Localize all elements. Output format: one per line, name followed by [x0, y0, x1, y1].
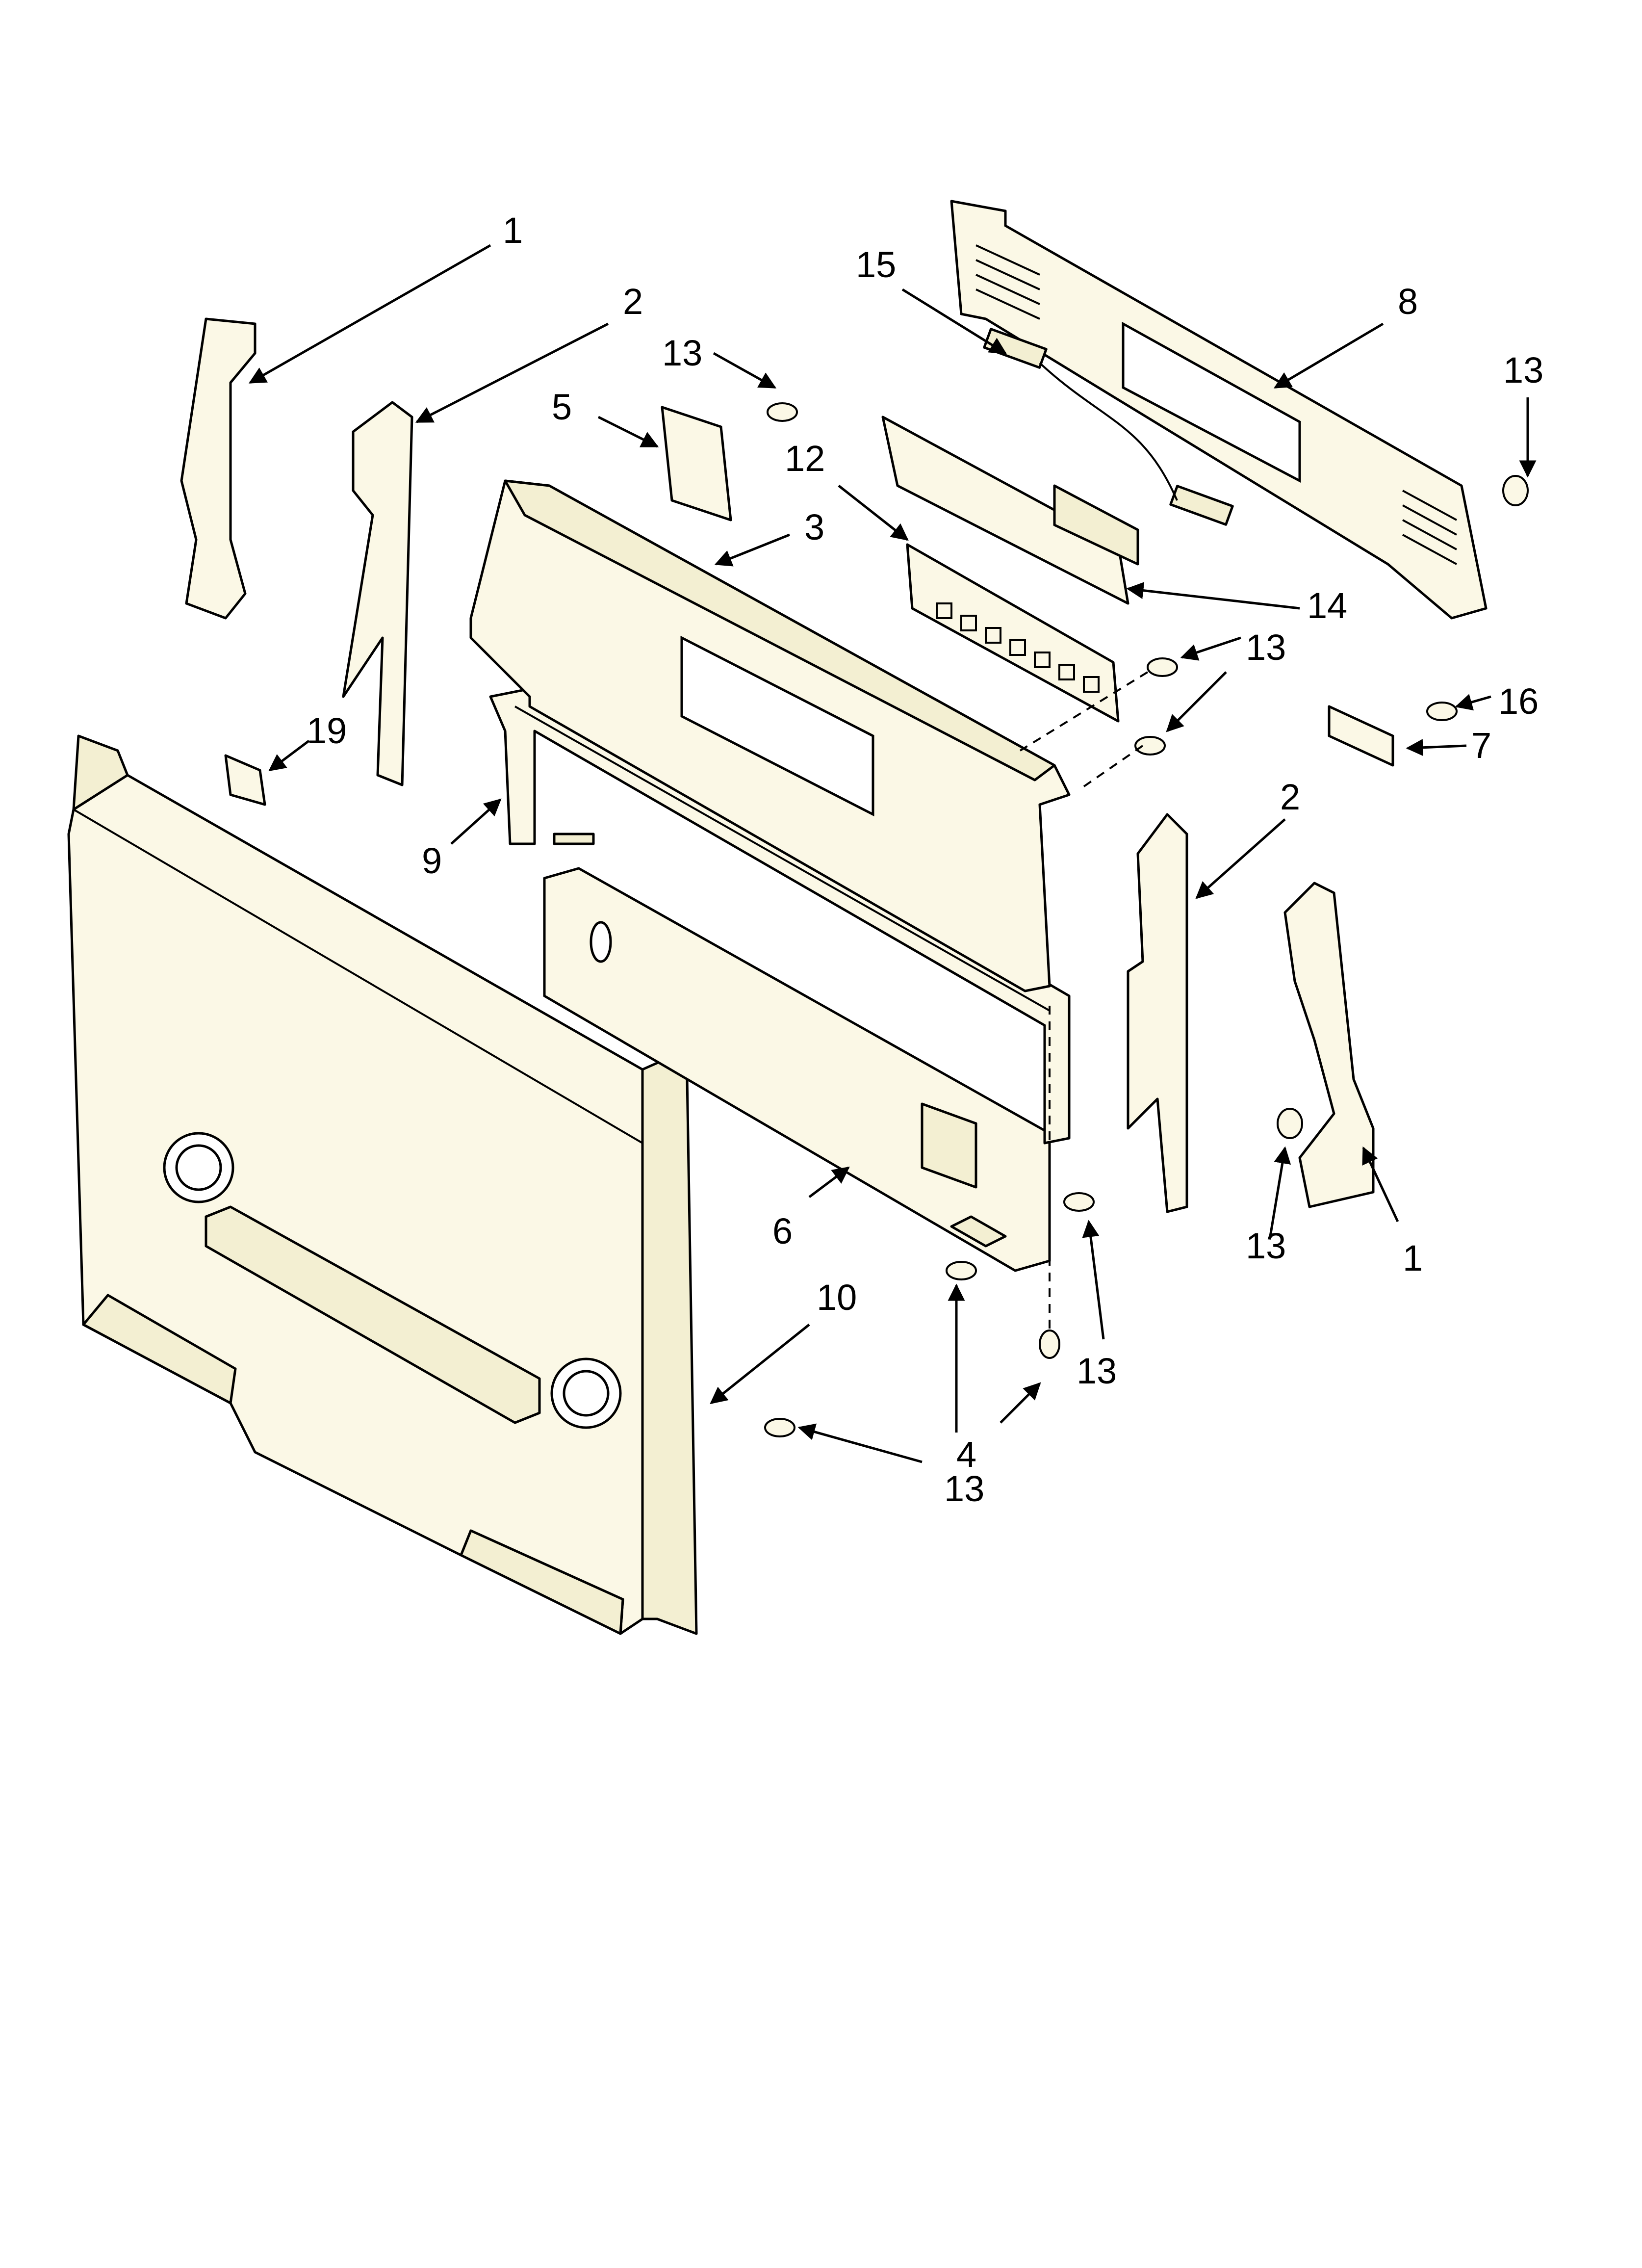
part-7-clip: [1328, 705, 1394, 767]
part-19-clip: [224, 754, 266, 806]
callout-13-bottom: 13: [1077, 1351, 1117, 1391]
part-15-connector: [983, 328, 1234, 526]
part-2-right-bracket: [1127, 813, 1188, 1213]
callout-19: 19: [307, 710, 347, 751]
part-2-left-bracket: [342, 401, 413, 786]
callout-1-right: 1: [1403, 1238, 1423, 1278]
part-3-control-shroud: [469, 479, 1071, 992]
part-1-right-endcap: [1283, 882, 1375, 1208]
callout-14: 14: [1307, 585, 1347, 626]
callout-5: 5: [552, 387, 572, 427]
callout-13-mid-right: 13: [1246, 627, 1286, 668]
part-1-left-endcap: [180, 317, 257, 620]
callout-8: 8: [1398, 281, 1418, 322]
callout-12: 12: [785, 438, 825, 479]
callout-15: 15: [856, 244, 896, 285]
callout-labels: 1 2 13 5 15 8 13 12 3 14 13 16 7 19 9 2 …: [307, 210, 1543, 1509]
leader-lines: [248, 244, 1537, 1463]
callout-13-top-right: 13: [1503, 350, 1543, 391]
callout-7: 7: [1471, 725, 1491, 766]
part-5-plate: [661, 406, 732, 521]
callout-16: 16: [1498, 681, 1539, 722]
part-8-back-panel: [950, 200, 1488, 620]
callout-6: 6: [772, 1211, 793, 1251]
callout-9: 9: [422, 840, 442, 881]
callout-1-top-left: 1: [503, 210, 523, 251]
callout-13-bottom-left: 13: [944, 1468, 984, 1509]
assembly-lines: [1019, 671, 1149, 1330]
callout-4: 4: [956, 1434, 976, 1475]
part-14-control-board: [881, 416, 1139, 605]
callout-3: 3: [804, 507, 824, 547]
callout-2-top-left: 2: [623, 281, 643, 322]
callout-10: 10: [817, 1277, 857, 1318]
callout-2-right: 2: [1280, 777, 1300, 817]
screw-icons: [764, 402, 1529, 1437]
callout-13-lower-right: 13: [1246, 1225, 1286, 1266]
callout-13-top: 13: [662, 333, 702, 373]
part-12-keypad: [906, 543, 1120, 723]
part-10-lower-panel: [67, 734, 698, 1635]
